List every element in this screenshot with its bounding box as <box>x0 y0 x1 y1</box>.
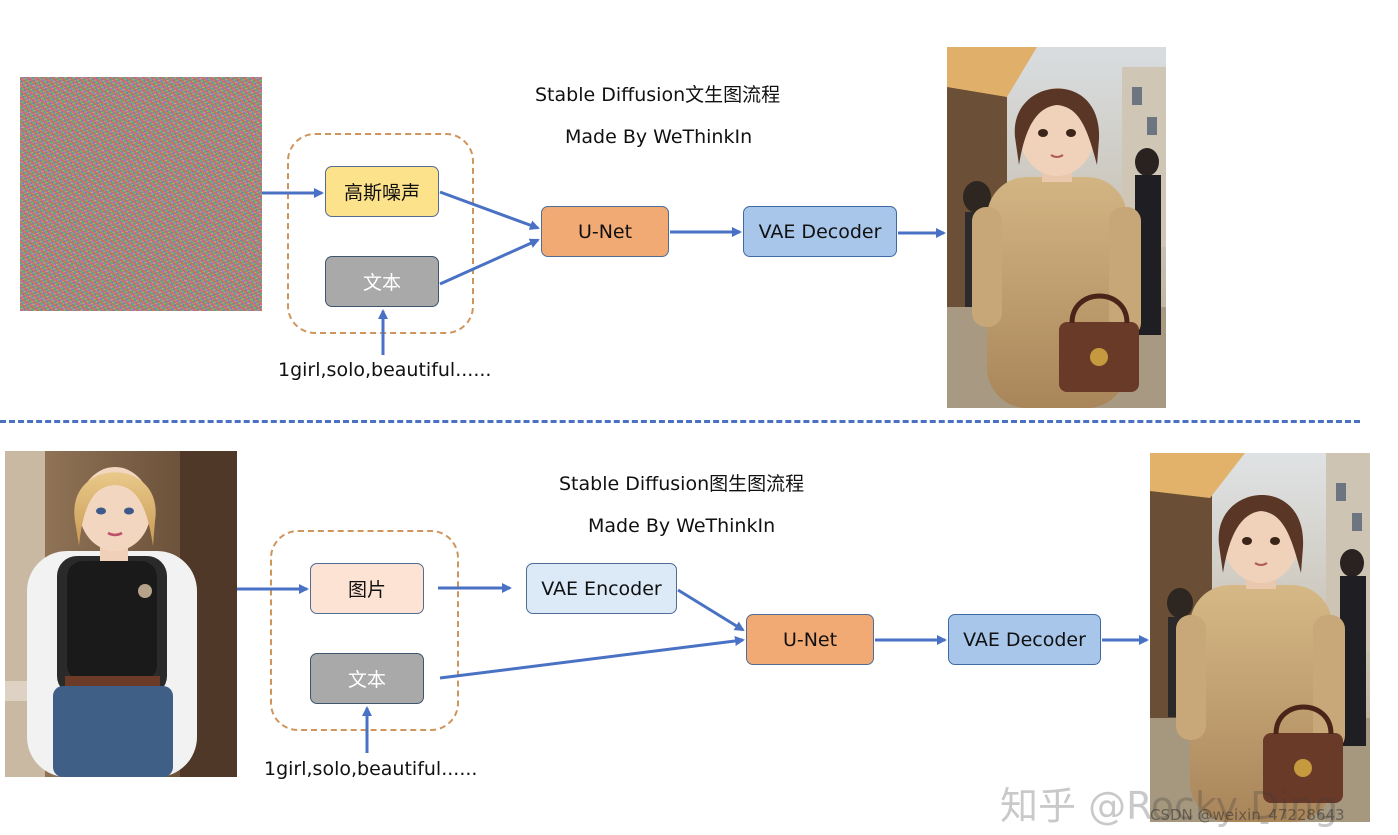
bottom-node-vae-encoder: VAE Encoder <box>526 563 677 614</box>
section-divider <box>0 420 1360 423</box>
arrow-vae-encoder-to-unet <box>677 588 745 632</box>
bottom-input-photo <box>5 451 237 777</box>
top-node-unet: U-Net <box>541 206 669 257</box>
arrow-text-to-unet-bottom <box>439 636 745 680</box>
zhihu-watermark: 知乎 @Rocky Ding <box>1000 784 1339 828</box>
top-title: Stable Diffusion文生图流程 <box>535 84 781 106</box>
bottom-node-unet: U-Net <box>746 614 874 665</box>
bottom-title: Stable Diffusion图生图流程 <box>559 473 805 495</box>
top-node-text: 文本 <box>325 256 439 307</box>
csdn-watermark: CSDN @weixin_47228643 <box>1150 806 1345 824</box>
bottom-output-photo <box>1150 453 1370 822</box>
top-node-noise: 高斯噪声 <box>325 166 439 217</box>
top-node-vae-decoder: VAE Decoder <box>743 206 897 257</box>
top-output-photo <box>947 47 1166 408</box>
bottom-input-group <box>270 530 459 731</box>
bottom-prompt-text: 1girl,solo,beautiful...... <box>264 758 478 780</box>
top-subtitle: Made By WeThinkIn <box>565 126 753 148</box>
bottom-node-text: 文本 <box>310 653 424 704</box>
bottom-node-vae-decoder: VAE Decoder <box>948 614 1101 665</box>
gaussian-noise-image <box>20 77 262 311</box>
top-input-group <box>287 133 474 334</box>
bottom-node-image: 图片 <box>310 563 424 614</box>
top-prompt-text: 1girl,solo,beautiful...... <box>278 359 492 381</box>
bottom-subtitle: Made By WeThinkIn <box>588 515 776 537</box>
